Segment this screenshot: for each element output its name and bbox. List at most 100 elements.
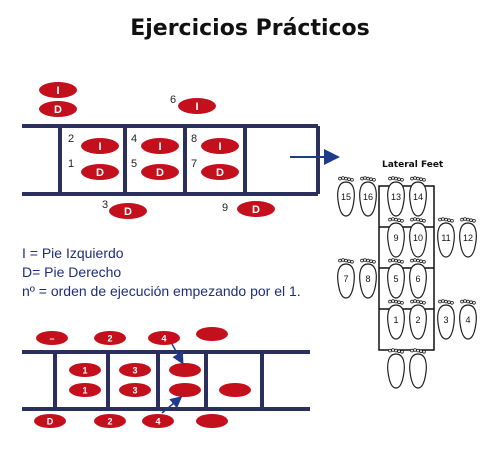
foot: I 4 [131, 133, 179, 154]
foot-label: 3 [132, 366, 137, 376]
svg-text:I: I [195, 101, 198, 113]
lateral-foot-number: 14 [413, 192, 423, 202]
foot: D 3 [102, 199, 147, 219]
foot: 4 [142, 414, 174, 428]
lateral-foot-number: 6 [415, 274, 420, 284]
foot [196, 414, 228, 428]
footprint-outline: 11 [437, 217, 455, 258]
legend-line: nº = orden de ejecución empezando por el… [22, 283, 301, 299]
movement-arrow [171, 343, 184, 365]
footprint-outline: 7 [337, 258, 355, 299]
svg-text:D: D [96, 167, 104, 179]
svg-text:D: D [124, 206, 132, 218]
foot-label: 2 [107, 417, 112, 427]
foot-label: 4 [161, 334, 166, 344]
svg-text:D: D [156, 167, 164, 179]
footprint-outline [387, 348, 405, 389]
footprint-outline: 9 [387, 217, 405, 258]
bottom-ladder [22, 350, 310, 411]
lateral-foot-number: 4 [465, 315, 470, 325]
footprint-outline: 10 [409, 217, 427, 258]
foot: I [39, 82, 77, 98]
foot: I 8 [191, 133, 239, 154]
lateral-foot-number: 9 [393, 233, 398, 243]
foot [169, 383, 201, 397]
foot: D 7 [191, 158, 239, 180]
foot-label: 1 [82, 386, 87, 396]
lateral-feet-title: Lateral Feet [382, 160, 444, 170]
order-number: 1 [68, 158, 74, 170]
bottom-feet: – 2 4 1 3 1 3D 2 4 [34, 327, 251, 428]
svg-text:D: D [216, 167, 224, 179]
foot: 1 [69, 383, 101, 397]
footprint-outline: 8 [359, 258, 377, 299]
foot: 4 [148, 331, 180, 345]
svg-text:I: I [98, 141, 101, 153]
order-number: 2 [68, 133, 74, 145]
lateral-foot-number: 3 [443, 315, 448, 325]
foot [219, 383, 251, 397]
footprint-outline: 5 [387, 258, 405, 299]
lateral-foot-number: 16 [363, 192, 373, 202]
foot-label: D [47, 417, 54, 427]
foot [169, 363, 201, 377]
legend-line: D= Pie Derecho [22, 264, 122, 280]
foot: 2 [94, 414, 126, 428]
lateral-foot-number: 2 [415, 315, 420, 325]
foot: 1 [69, 363, 101, 377]
footprint-outline: 13 [387, 176, 405, 217]
lateral-foot-number: 10 [413, 233, 423, 243]
svg-text:I: I [218, 141, 221, 153]
lateral-foot-number: 15 [341, 192, 351, 202]
order-number: 9 [222, 202, 228, 214]
foot-label: – [49, 334, 54, 344]
order-number: 4 [131, 133, 137, 145]
lateral-foot-number: 12 [463, 233, 473, 243]
foot: D 5 [131, 158, 179, 180]
foot-label: 4 [155, 417, 160, 427]
top-ladder [22, 124, 320, 196]
foot: I 6 [170, 94, 216, 114]
foot-label: 1 [82, 366, 87, 376]
footprint-outline: 6 [409, 258, 427, 299]
page-title: Ejercicios Prácticos [130, 16, 370, 41]
footprint-outline: 4 [459, 299, 477, 340]
foot: D 1 [68, 158, 119, 180]
legend: I = Pie Izquierdo D= Pie Derecho nº = or… [22, 244, 301, 301]
lateral-foot-number: 5 [393, 274, 398, 284]
foot: D [39, 101, 77, 117]
footprint-outline [409, 348, 427, 389]
foot: I 2 [68, 133, 119, 154]
order-number: 5 [131, 158, 137, 170]
lateral-foot-number: 1 [393, 315, 398, 325]
foot: 3 [119, 363, 151, 377]
legend-line: I = Pie Izquierdo [22, 245, 124, 261]
foot: – [36, 331, 68, 345]
foot [196, 327, 228, 341]
foot-label: 3 [132, 386, 137, 396]
movement-arrow [161, 396, 183, 414]
order-number: 7 [191, 158, 197, 170]
footprint-outline: 14 [409, 176, 427, 217]
lateral-foot-number: 7 [343, 274, 348, 284]
footprint-outline: 15 [337, 176, 355, 217]
order-number: 3 [102, 199, 108, 211]
lateral-foot-number: 13 [391, 192, 401, 202]
foot: D [34, 414, 66, 428]
footprint-outline: 2 [409, 299, 427, 340]
footprint-outline: 12 [459, 217, 477, 258]
footprint-outline: 1 [387, 299, 405, 340]
svg-text:I: I [56, 85, 59, 97]
foot: 3 [119, 383, 151, 397]
footprint-outline: 3 [437, 299, 455, 340]
svg-text:I: I [158, 141, 161, 153]
footprint-outline: 16 [359, 176, 377, 217]
svg-text:D: D [252, 204, 260, 216]
svg-text:D: D [54, 104, 62, 116]
order-number: 6 [170, 94, 176, 106]
foot: 2 [94, 331, 126, 345]
foot: D 9 [222, 201, 275, 217]
lateral-foot-number: 11 [441, 233, 450, 243]
